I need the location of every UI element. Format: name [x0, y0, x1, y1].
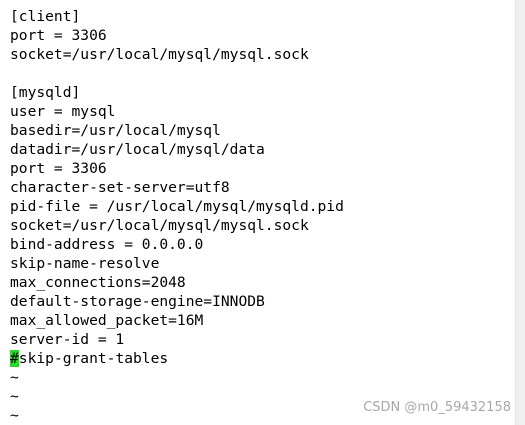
- editor-line: [mysqld]: [10, 84, 81, 101]
- editor-line: skip-name-resolve: [10, 255, 160, 272]
- cursor-line-text: skip-grant-tables: [18, 350, 169, 367]
- editor-line: default-storage-engine=INNODB: [10, 293, 265, 310]
- editor-line: [client]: [10, 8, 81, 25]
- editor-line: socket=/usr/local/mysql/mysql.sock: [10, 217, 309, 234]
- editor-line: max_connections=2048: [10, 274, 186, 291]
- empty-line-marker: ~: [10, 407, 19, 424]
- editor-line: port = 3306: [10, 27, 107, 44]
- text-cursor: #: [10, 350, 19, 367]
- editor-line: server-id = 1: [10, 331, 125, 348]
- editor-line: basedir=/usr/local/mysql: [10, 122, 221, 139]
- editor-buffer[interactable]: [client] port = 3306 socket=/usr/local/m…: [10, 7, 344, 425]
- editor-line: max_allowed_packet=16M: [10, 312, 204, 329]
- editor-line: socket=/usr/local/mysql/mysql.sock: [10, 46, 309, 63]
- empty-line-marker: ~: [10, 388, 19, 405]
- editor-line: port = 3306: [10, 160, 107, 177]
- editor-line-cursor: #skip-grant-tables: [10, 349, 344, 368]
- editor-line: [10, 64, 344, 83]
- editor-line: bind-address = 0.0.0.0: [10, 236, 204, 253]
- watermark: CSDN @m0_59432158: [363, 400, 511, 415]
- empty-line-marker: ~: [10, 369, 19, 386]
- editor-line: character-set-server=utf8: [10, 179, 230, 196]
- editor-line: pid-file = /usr/local/mysql/mysqld.pid: [10, 198, 344, 215]
- vertical-scrollbar[interactable]: [515, 0, 525, 425]
- editor-line: user = mysql: [10, 103, 116, 120]
- editor-line: datadir=/usr/local/mysql/data: [10, 141, 265, 158]
